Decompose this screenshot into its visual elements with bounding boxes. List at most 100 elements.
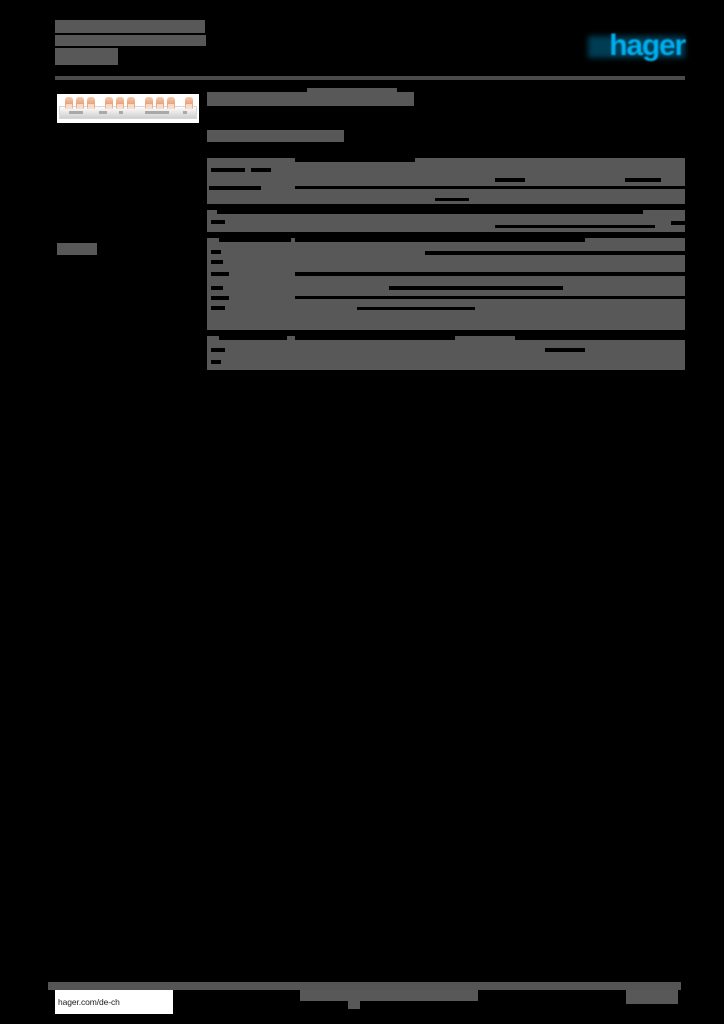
header-divider	[55, 76, 685, 80]
row-value-cell	[295, 272, 724, 296]
text-gap	[251, 168, 271, 172]
text-gap	[515, 336, 724, 340]
row-value-cell	[295, 336, 724, 370]
row-value-cell	[295, 186, 724, 204]
footer-url-text: hager.com/de-ch	[58, 997, 120, 1007]
busbar-pin	[76, 97, 84, 109]
text-gap	[425, 251, 723, 255]
spec-group	[207, 336, 724, 370]
text-gap	[495, 225, 655, 228]
text-gap	[211, 260, 223, 264]
page-subtitle	[207, 130, 344, 142]
text-gap	[211, 286, 223, 290]
table-row	[207, 186, 724, 204]
row-value-cell	[295, 210, 719, 232]
table-row	[207, 158, 685, 186]
row-value-cell	[295, 316, 685, 330]
header-title-line-2	[118, 35, 206, 46]
row-value-cell	[295, 158, 685, 186]
busbar-pin	[87, 97, 95, 109]
page-header: hager	[55, 14, 686, 80]
text-gap	[435, 198, 469, 201]
text-gap	[295, 336, 455, 340]
busbar-pin	[185, 97, 193, 109]
busbar-pin	[167, 97, 175, 109]
text-gap	[219, 336, 287, 340]
footer-page-number	[348, 1001, 360, 1009]
row-label-cell	[207, 316, 295, 330]
row-value-cell	[295, 296, 724, 316]
text-gap	[295, 272, 724, 276]
hager-logo-text: hager	[609, 29, 686, 62]
title-block	[207, 88, 685, 142]
text-gap	[211, 168, 245, 172]
row-label-cell	[207, 210, 297, 232]
table-row	[207, 272, 724, 296]
text-gap	[211, 306, 225, 310]
busbar-pin	[145, 97, 153, 109]
row-label-cell	[207, 296, 295, 316]
header-reference	[55, 48, 118, 65]
busbar-print-mark	[69, 111, 83, 114]
table-row	[207, 336, 724, 370]
text-gap	[671, 221, 719, 225]
table-row	[207, 316, 685, 330]
text-gap	[211, 360, 221, 364]
side-section-label	[57, 243, 97, 255]
busbar-print-mark	[119, 111, 123, 114]
text-gap	[211, 272, 229, 276]
page-footer: hager.com/de-ch	[48, 982, 681, 1014]
text-gap	[295, 210, 643, 214]
row-label-cell	[207, 336, 295, 370]
text-gap	[209, 186, 261, 190]
text-gap	[625, 178, 661, 182]
busbar-print-mark	[183, 111, 187, 114]
footer-right-text	[626, 990, 678, 1004]
product-photo	[57, 94, 199, 123]
row-label-cell	[207, 158, 295, 186]
header-doc-type	[55, 20, 205, 33]
text-gap	[211, 296, 229, 300]
table-row	[207, 210, 719, 232]
spec-group	[207, 158, 724, 204]
table-row	[207, 238, 724, 272]
page-title-ascenders	[307, 88, 397, 93]
text-gap	[211, 220, 225, 224]
row-value-cell	[295, 238, 724, 272]
text-gap	[545, 348, 585, 352]
busbar-pin	[65, 97, 73, 109]
logo-glow	[588, 36, 685, 58]
text-gap	[699, 286, 724, 290]
text-gap	[295, 158, 415, 162]
row-label-cell	[207, 186, 295, 204]
text-gap	[219, 238, 291, 242]
text-gap	[495, 178, 525, 182]
text-gap	[389, 286, 563, 290]
busbar-pin	[156, 97, 164, 109]
text-gap	[217, 210, 297, 214]
busbar-pin	[127, 97, 135, 109]
text-gap	[295, 186, 724, 189]
text-gap	[295, 238, 585, 242]
text-gap	[211, 348, 225, 352]
footer-divider	[48, 982, 681, 990]
page-title	[207, 92, 414, 106]
text-gap	[705, 360, 724, 364]
busbar-print-mark	[99, 111, 107, 114]
text-gap	[211, 250, 221, 254]
text-gap	[295, 296, 724, 299]
busbar-pin	[116, 97, 124, 109]
text-gap	[357, 307, 475, 310]
table-row	[207, 296, 724, 316]
footer-url-link[interactable]: hager.com/de-ch	[55, 990, 173, 1014]
spec-group	[207, 238, 724, 330]
busbar-pin	[105, 97, 113, 109]
specification-table	[207, 158, 724, 376]
hager-logo: hager	[588, 29, 686, 62]
busbar-print-mark	[145, 111, 169, 114]
footer-center-text	[300, 990, 478, 1001]
row-label-cell	[207, 238, 295, 272]
row-label-cell	[207, 272, 295, 296]
text-gap	[687, 262, 724, 266]
